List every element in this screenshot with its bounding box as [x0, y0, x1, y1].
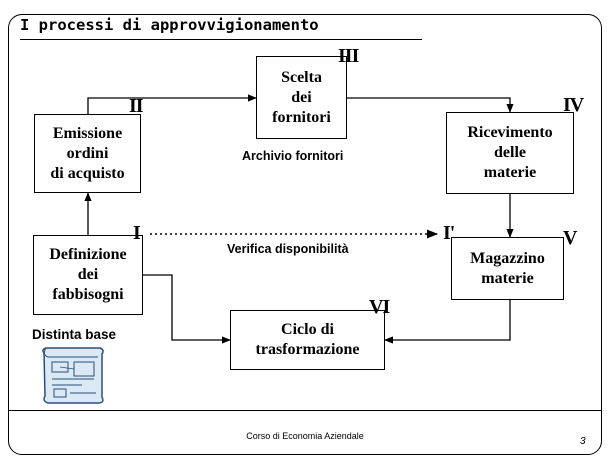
node-ciclo-trasformazione: Ciclo di trasformazione: [230, 310, 385, 370]
caption-distinta-base: Distinta base: [32, 327, 117, 342]
node-emissione-ordini: Emissione ordini di acquisto: [34, 114, 141, 193]
blueprint-icon: [42, 347, 104, 404]
node-definizione-fabbisogni: Definizione dei fabbisogni: [33, 235, 143, 315]
step-label-vi: VI: [369, 296, 390, 318]
slide-title: I processi di approvvigionamento: [20, 16, 319, 34]
caption-verifica-disponibilita: Verifica disponibilità: [227, 242, 349, 256]
step-label-i: I: [133, 222, 141, 244]
step-label-ii: II: [129, 95, 144, 117]
step-label-v: V: [563, 227, 577, 249]
arrow-magazzino-to-ciclo: [384, 300, 511, 344]
step-label-i-prime: I': [443, 222, 455, 244]
footer-rule: [8, 410, 602, 411]
title-bar: I processi di approvvigionamento: [20, 16, 422, 40]
node-magazzino-materie: Magazzino materie: [451, 237, 564, 300]
step-label-iv: IV: [563, 94, 584, 116]
page-number: 3: [580, 436, 586, 447]
step-label-iii: III: [338, 45, 359, 67]
caption-archivio-fornitori: Archivio fornitori: [242, 149, 344, 163]
arrow-scelta-to-ricevimento: [347, 97, 514, 113]
title-underline: [20, 39, 422, 40]
footer-course: Corso di Economia Aziendale: [246, 431, 364, 441]
arrow-emissione-to-scelta: [87, 94, 257, 114]
node-scelta-fornitori: Scelta dei fornitori: [256, 56, 347, 139]
slide-frame: [8, 14, 602, 455]
node-ricevimento-materie: Ricevimento delle materie: [446, 112, 574, 194]
arrow-definizione-to-ciclo: [142, 274, 231, 344]
